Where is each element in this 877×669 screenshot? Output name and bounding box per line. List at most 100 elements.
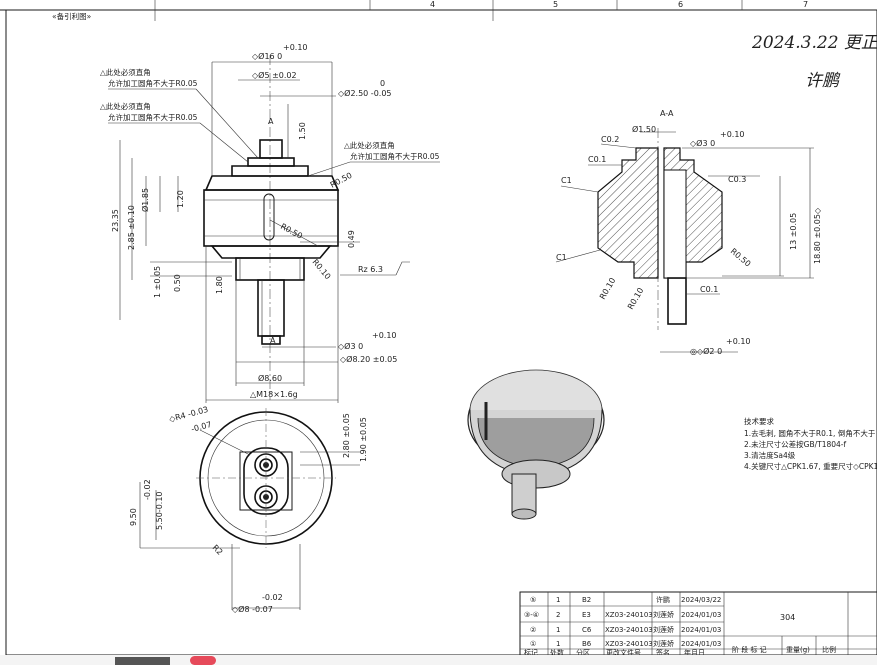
tb-header: 标记: [524, 648, 538, 657]
sec-c1a: C1: [561, 176, 572, 185]
tb-header: 分区: [576, 648, 590, 657]
tb-stage-label: 阶 段 标 记: [732, 645, 767, 654]
section-view-a-a: A-A Ø1.50 C0.2 C0.1 C1 C1 ◇Ø3 0 +0.10 C0…: [555, 109, 822, 356]
tb-name: 刘莲娇: [653, 639, 674, 648]
tb-zone: E3: [582, 611, 591, 619]
tb-mark: ③-④: [524, 611, 539, 619]
tb-qty: 1: [556, 626, 560, 634]
dim-d16: ◇Ø16 0: [252, 51, 282, 61]
zone-number: 7: [803, 0, 808, 9]
dim-d3a: ◇Ø3 0: [338, 341, 363, 351]
taskbar-strip: [0, 655, 877, 665]
top-d8b: -0.02: [262, 593, 283, 602]
tb-doc: XZ03-240103: [605, 640, 653, 648]
note-corner-2b: 允许加工圆角不大于R0.05: [108, 112, 198, 122]
note-corner-2: △此处必须直角: [100, 101, 151, 111]
tb-date: 2024/01/03: [681, 611, 721, 619]
tb-date: 2024/03/22: [681, 596, 721, 604]
sec-1880: 18.80 ±0.05◇: [813, 207, 822, 264]
dim-m18: △M18×1.6g: [250, 390, 298, 399]
zone-number: 4: [430, 0, 435, 9]
requirement-item: 1.去毛刺, 圆角不大于R0.1, 倒角不大于: [744, 428, 876, 438]
tb-material: 304: [780, 613, 795, 622]
dim-l120: 1.20: [176, 190, 185, 208]
top-190: 1.90 ±0.05: [359, 417, 368, 462]
requirement-item: 3.清洁度Sa4级: [744, 450, 796, 460]
taskbar-thumbnail[interactable]: [115, 657, 170, 665]
technical-requirements: 技术要求 1.去毛刺, 圆角不大于R0.1, 倒角不大于 2.未注尺寸公差按GB…: [744, 416, 877, 471]
handwritten-revision-date: 2024.3.22 更正: [751, 33, 877, 53]
tb-doc: XZ03-240103: [605, 626, 653, 634]
dim-d3a-tol: +0.10: [372, 331, 397, 340]
dim-l180: 1.80: [215, 276, 224, 294]
sec-r010a: R0.10: [598, 276, 617, 301]
sec-d2: ◎◇Ø2 0: [690, 346, 722, 356]
front-view: ◇Ø16 0 +0.10 ◇Ø5 ±0.02 ◇Ø2.50 -0.05 0 1.…: [100, 43, 440, 403]
tb-qty: 1: [556, 596, 560, 604]
sheet-top-label: «备引利图»: [52, 11, 92, 21]
sec-c03: C0.3: [728, 175, 746, 184]
top-r4b: -0.07: [190, 420, 212, 434]
dim-l2335: 23.35: [111, 209, 120, 232]
dim-r010: R0.10: [310, 258, 332, 282]
sec-13: 13 ±0.05: [789, 213, 798, 250]
dim-l150: 1.50: [298, 122, 307, 140]
sec-r010b: R0.10: [626, 286, 645, 311]
tb-doc: XZ03-240103: [605, 611, 653, 619]
requirements-title: 技术要求: [744, 416, 774, 426]
dim-d820: ◇Ø8.20 ±0.05: [340, 354, 397, 364]
tb-mark: ①: [530, 640, 536, 648]
tb-header: 处数: [550, 648, 564, 657]
tb-qty: 1: [556, 640, 560, 648]
dim-d250-zero: 0: [380, 79, 385, 88]
dim-l049: 0.49: [347, 230, 356, 248]
top-d8: ◇Ø8 -0.07: [232, 604, 273, 614]
tb-qty: 2: [556, 611, 560, 619]
dim-d16-tol: +0.10: [283, 43, 308, 52]
top-550b: -0.02: [143, 479, 152, 500]
top-r2: R2: [211, 543, 225, 557]
top-280: 2.80 ±0.05: [342, 413, 351, 458]
sec-c1b: C1: [556, 253, 567, 262]
requirement-item: 2.未注尺寸公差按GB/T1804-f: [744, 439, 847, 449]
sec-d3: ◇Ø3 0: [690, 138, 715, 148]
sec-d150: Ø1.50: [632, 124, 656, 134]
tb-header: 更改文件号: [606, 648, 641, 657]
sec-c02: C0.2: [601, 135, 619, 144]
dim-l1: 1 ±0.05: [153, 266, 162, 298]
tb-header: 签名: [656, 648, 670, 657]
dim-d250: ◇Ø2.50 -0.05: [338, 88, 392, 98]
sec-r050: R0.50: [729, 247, 753, 269]
tb-mark: ②: [530, 626, 536, 634]
notification-badge[interactable]: [190, 656, 216, 665]
tb-date: 2024/01/03: [681, 640, 721, 648]
roughness-rz: Rz 6.3: [358, 265, 383, 274]
view-arrow-a-lower: A: [270, 336, 276, 345]
view-arrow-a: A: [268, 117, 274, 126]
note-corner-1: △此处必须直角: [100, 67, 151, 77]
dim-l185: Ø1.85: [140, 188, 150, 212]
tb-weight-label: 重量(g): [786, 646, 810, 654]
dim-r050b: R0.50: [279, 222, 304, 241]
sec-c01a: C0.1: [588, 155, 606, 164]
zone-number: 6: [678, 0, 683, 9]
top-550: 5.50-0.10: [155, 491, 164, 530]
note-corner-3: △此处必须直角: [344, 140, 395, 150]
zone-number: 5: [553, 0, 558, 9]
title-block: ⑤ 1 B2 许鹏 2024/03/22 ③-④ 2 E3 XZ03-24010…: [519, 591, 877, 657]
tb-zone: B6: [582, 640, 592, 648]
dim-l050: 0.50: [173, 274, 182, 292]
tb-name: 许鹏: [656, 595, 670, 604]
dim-d5: ◇Ø5 ±0.02: [252, 70, 297, 80]
handwritten-signature: 许鹏: [805, 71, 841, 91]
dim-r050a: R0.50: [329, 171, 354, 190]
isometric-render: [467, 369, 605, 520]
dim-d860: Ø8.60: [258, 373, 282, 383]
note-corner-1b: 允许加工圆角不大于R0.05: [108, 78, 198, 88]
sec-c01b: C0.1: [700, 285, 718, 294]
tb-zone: C6: [582, 626, 592, 634]
top-950: 9.50: [129, 508, 138, 526]
tb-name: 刘莲娇: [653, 625, 674, 634]
